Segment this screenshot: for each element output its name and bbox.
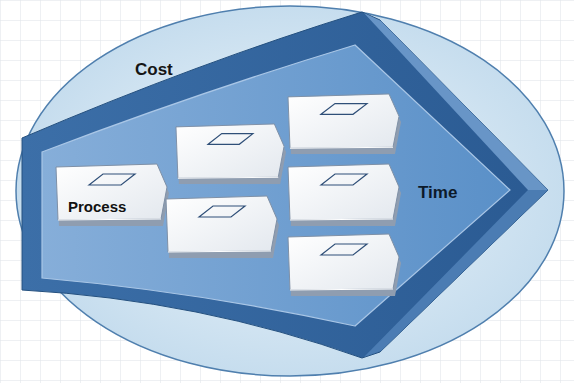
process-box: Process [55,163,170,227]
node-label: Cost [135,60,173,80]
process-box-shape [55,163,170,227]
node-label: Process [68,198,126,215]
node-label: Time [418,183,457,203]
time-arrow: TimeProcess [22,10,552,360]
cost-ellipse: CostTimeProcess [15,5,565,377]
